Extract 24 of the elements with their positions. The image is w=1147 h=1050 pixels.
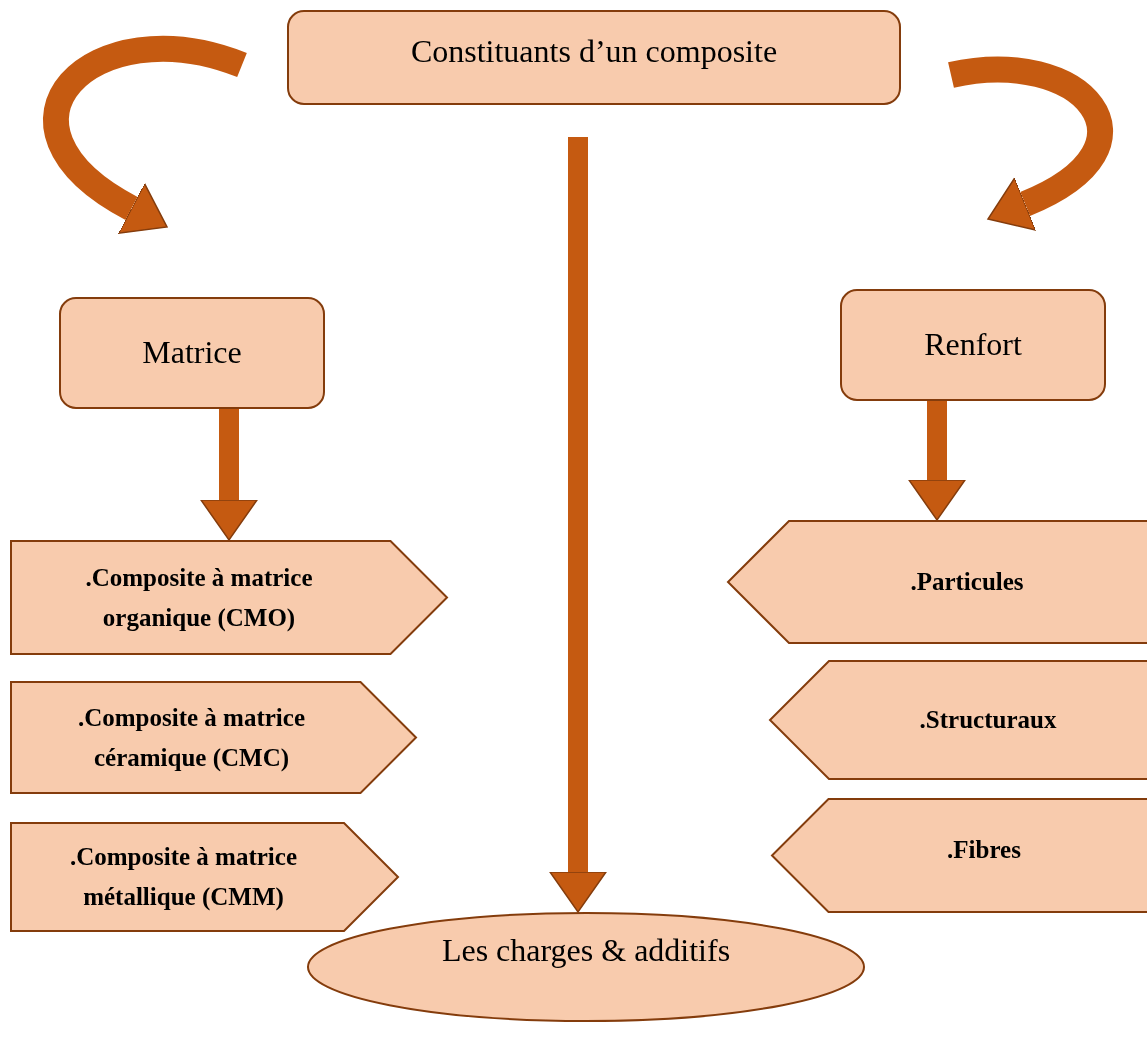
pentagon-arrow-box (727, 520, 1147, 644)
ellipse-node (307, 912, 865, 1022)
node-label: .Composite à matrice céramique (CMC) (77, 702, 306, 773)
node-label: Constituants d’un composite (410, 31, 778, 71)
pentagon-arrow-box (10, 540, 448, 655)
block-arrow (43, 36, 246, 233)
rounded-box (287, 10, 901, 105)
pentagon-arrow-box (771, 798, 1147, 913)
node-label: Les charges & additifs (441, 931, 731, 971)
node-label: Matrice (142, 333, 242, 373)
node-label: .Composite à matrice organique (CMO) (84, 562, 314, 634)
node-label: .Fibres (947, 834, 1021, 865)
node-label: .Composite à matrice métallique (CMM) (69, 842, 298, 913)
node-label: .Structuraux (919, 705, 1057, 735)
block-arrow (549, 137, 607, 913)
block-arrow (908, 401, 966, 521)
node-label: Renfort (924, 325, 1022, 365)
block-arrow (949, 57, 1113, 230)
pentagon-arrow-box (10, 822, 399, 932)
rounded-box (840, 289, 1106, 401)
pentagon-arrow-box (10, 681, 417, 794)
node-label: .Particules (910, 567, 1024, 597)
rounded-box (59, 297, 325, 409)
pentagon-arrow-box (769, 660, 1147, 780)
